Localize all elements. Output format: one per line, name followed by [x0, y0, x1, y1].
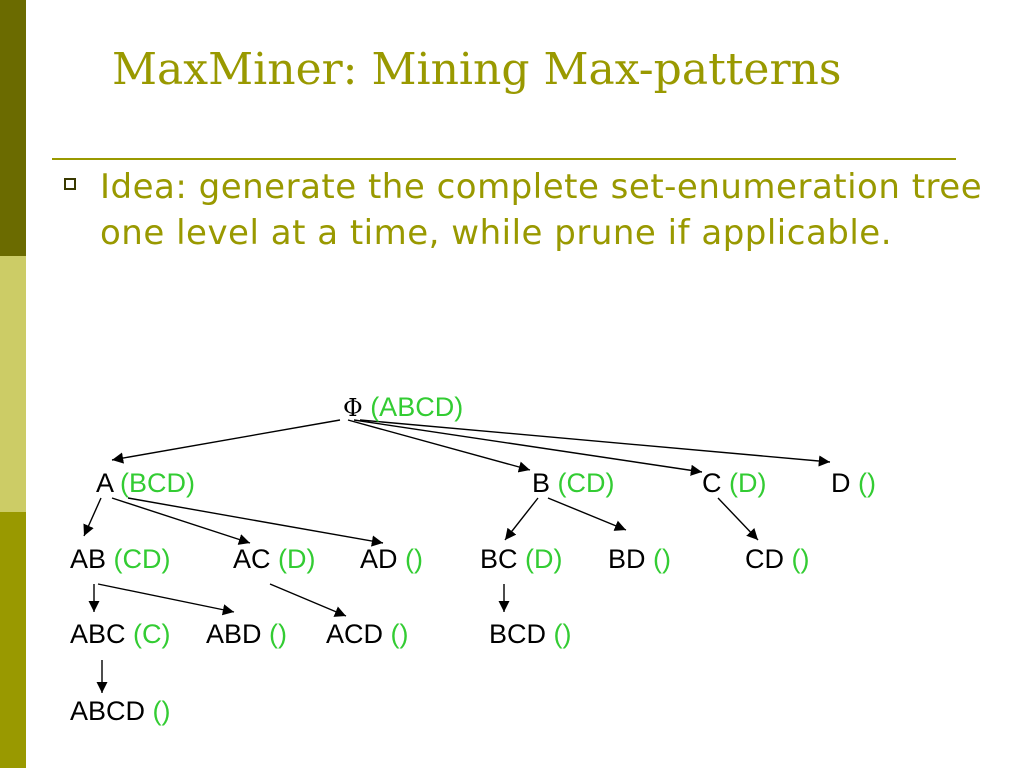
tree-node-tail: () — [646, 544, 671, 574]
sidebar-band-bottom — [0, 512, 26, 768]
tree-node-ad: AD () — [360, 544, 423, 574]
tree-node-abcd: ABCD () — [70, 696, 171, 726]
tree-node-label: AB — [70, 544, 106, 574]
tree-node-tail: (D) — [722, 468, 767, 498]
tree-node-b: B (CD) — [532, 468, 615, 498]
tree-node-bc: BC (D) — [480, 544, 563, 574]
tree-node-tail: (D) — [271, 544, 316, 574]
bullet-square-icon — [64, 178, 76, 190]
tree-node-c: C (D) — [702, 468, 766, 498]
tree-edge-a-ab — [83, 497, 102, 537]
tree-nodes: Φ (ABCD)A (BCD)B (CD)C (D)D ()AB (CD)AC … — [70, 392, 876, 726]
tree-node-ac: AC (D) — [233, 544, 316, 574]
tree-edge-ab-abd — [97, 583, 235, 616]
sidebar-band-middle — [0, 256, 26, 512]
tree-node-root: Φ (ABCD) — [343, 392, 463, 422]
tree-node-bd: BD () — [608, 544, 671, 574]
tree-node-label: ABCD — [70, 696, 145, 726]
tree-node-tail: () — [145, 696, 170, 726]
tree-node-abd: ABD () — [206, 619, 287, 649]
tree-node-label: BC — [480, 544, 518, 574]
tree-node-label: A — [96, 468, 114, 498]
tree-edge-root-c — [353, 419, 703, 476]
tree-node-d: D () — [831, 468, 876, 498]
tree-node-tail: (C) — [126, 619, 171, 649]
tree-node-label: ABD — [206, 619, 262, 649]
tree-node-tail: () — [851, 468, 876, 498]
tree-edge-root-d — [359, 419, 831, 467]
tree-edge-root-a — [111, 419, 341, 464]
tree-edge-ac-acd — [269, 583, 347, 617]
tree-edge-b-bd — [547, 497, 627, 531]
tree-edge-b-bc — [504, 497, 539, 541]
tree-edge-c-cd — [717, 497, 759, 541]
tree-node-tail: () — [546, 619, 571, 649]
tree-node-cd: CD () — [745, 544, 809, 574]
tree-node-label: ABC — [70, 619, 126, 649]
tree-node-label: AC — [233, 544, 271, 574]
tree-node-label: AD — [360, 544, 398, 574]
tree-node-label: B — [532, 468, 550, 498]
tree-node-label: C — [702, 468, 722, 498]
tree-node-tail: () — [262, 619, 287, 649]
tree-node-label: Φ — [343, 394, 363, 422]
tree-node-acd: ACD () — [326, 619, 409, 649]
bullet-text: Idea: generate the complete set-enumerat… — [100, 167, 983, 253]
tree-node-tail: (CD) — [550, 468, 614, 498]
tree-edge-root-b — [347, 419, 531, 473]
sidebar-band-top — [0, 0, 26, 256]
title-divider — [52, 158, 956, 160]
tree-node-a: A (BCD) — [96, 468, 195, 498]
tree-node-label: D — [831, 468, 851, 498]
tree-node-label: BD — [608, 544, 646, 574]
tree-node-ab: AB (CD) — [70, 544, 171, 574]
tree-node-abc: ABC (C) — [70, 619, 171, 649]
tree-node-tail: () — [398, 544, 423, 574]
tree-node-tail: (BCD) — [113, 468, 196, 498]
tree-node-label: ACD — [326, 619, 383, 649]
tree-node-tail: (D) — [518, 544, 563, 574]
tree-node-tail: () — [383, 619, 408, 649]
slide-title: MaxMiner: Mining Max-patterns — [112, 44, 842, 95]
tree-node-tail: (ABCD) — [363, 392, 464, 422]
tree-edges — [83, 419, 831, 693]
tree-node-label: BCD — [489, 619, 546, 649]
tree-edge-a-ac — [111, 497, 251, 545]
tree-edge-a-ad — [127, 497, 384, 547]
tree-node-bcd: BCD () — [489, 619, 572, 649]
tree-node-tail: () — [784, 544, 809, 574]
tree-node-label: CD — [745, 544, 784, 574]
tree-node-tail: (CD) — [106, 544, 170, 574]
